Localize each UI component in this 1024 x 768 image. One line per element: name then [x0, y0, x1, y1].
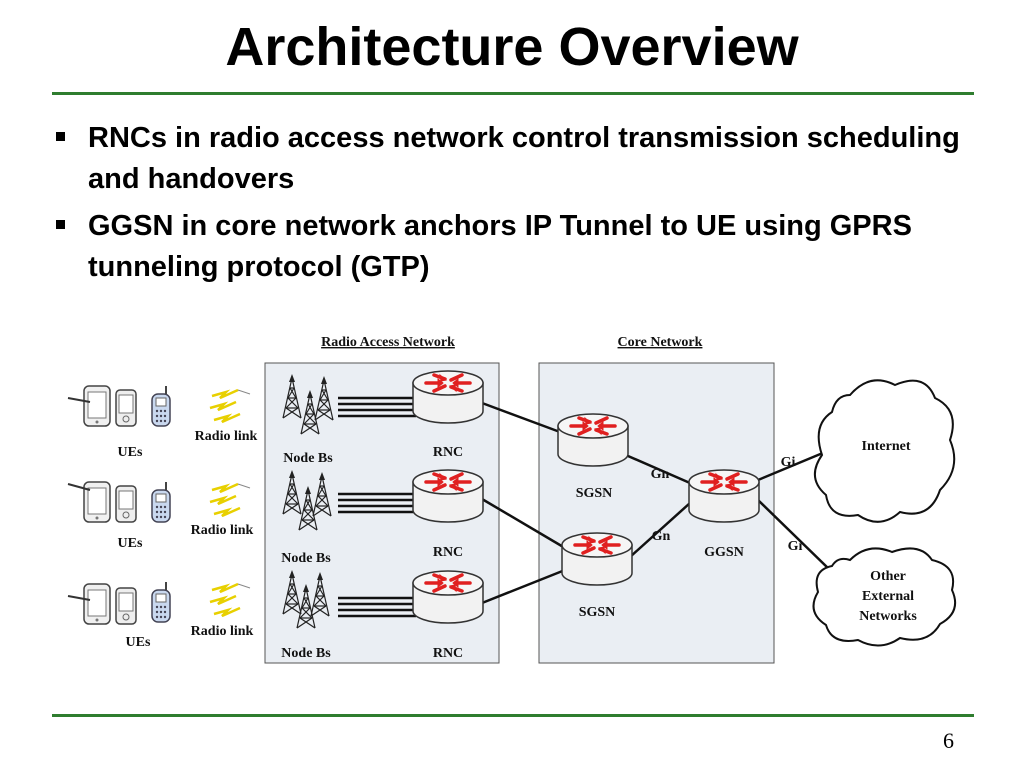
rnc-label: RNC — [433, 445, 463, 460]
bullet-item: RNCs in radio access network control tra… — [52, 118, 982, 200]
sgsn-top-label: SGSN — [576, 486, 613, 501]
ues-label: UEs — [126, 635, 151, 650]
gn-bottom-label: Gn — [652, 529, 671, 544]
node-bs-label: Node Bs — [283, 451, 333, 466]
pda-icon — [115, 587, 137, 625]
ran-row: UEs Radio link Node Bs RNC — [67, 468, 485, 566]
bullet-item: GGSN in core network anchors IP Tunnel t… — [52, 206, 982, 288]
gi-top-label: Gi — [781, 455, 796, 470]
other-networks-label: Networks — [859, 609, 917, 624]
gi-bottom-label: Gi — [788, 539, 803, 554]
node-bs-label: Node Bs — [281, 646, 331, 661]
other-networks-label: Other — [870, 569, 906, 584]
gn-top-label: Gn — [651, 467, 670, 482]
pda-icon — [115, 389, 137, 427]
title-divider — [52, 92, 974, 95]
page-number: 6 — [943, 728, 954, 753]
phone-icon — [151, 581, 171, 623]
other-networks-label: External — [862, 589, 914, 604]
sgsn-bottom-label: SGSN — [579, 605, 616, 620]
radio-wave-icon — [208, 582, 252, 618]
slide-title: Architecture Overview — [225, 17, 799, 77]
rnc-router-icon — [411, 468, 485, 524]
ues-label: UEs — [118, 536, 143, 551]
bullet-text: GGSN in core network anchors IP Tunnel t… — [88, 210, 912, 283]
footer-divider — [52, 714, 974, 717]
external-networks-cloud-icon — [812, 547, 956, 647]
pda-icon — [115, 485, 137, 523]
ran-title: Radio Access Network — [321, 335, 455, 350]
bullet-square-icon — [56, 132, 65, 141]
rnc-label: RNC — [433, 646, 463, 661]
radio-wave-icon — [208, 388, 252, 424]
rnc-router-icon — [411, 369, 485, 425]
sgsn-router-icon — [560, 531, 634, 587]
ran-row: UEs Radio link Node Bs RNC — [67, 569, 485, 661]
tablet-icon — [83, 481, 111, 523]
node-bs-label: Node Bs — [281, 551, 331, 566]
rnc-router-icon — [411, 569, 485, 625]
bullet-text: RNCs in radio access network control tra… — [88, 122, 960, 195]
ggsn-router-icon — [687, 468, 761, 524]
bullet-square-icon — [56, 220, 65, 229]
radio-link-label: Radio link — [191, 624, 254, 639]
sgsn-router-icon — [556, 412, 630, 468]
radio-link-label: Radio link — [195, 429, 258, 444]
ues-label: UEs — [118, 445, 143, 460]
phone-icon — [151, 385, 171, 427]
internet-label: Internet — [862, 439, 911, 454]
bullet-list: RNCs in radio access network control tra… — [52, 118, 982, 294]
internet-cloud-icon — [814, 379, 956, 523]
phone-icon — [151, 481, 171, 523]
tablet-icon — [83, 583, 111, 625]
ran-row: UEs Radio link Node Bs RNC — [67, 369, 485, 466]
network-links — [481, 401, 831, 605]
radio-wave-icon — [208, 482, 252, 518]
core-title: Core Network — [618, 335, 703, 350]
tablet-icon — [83, 385, 111, 427]
rnc-label: RNC — [433, 545, 463, 560]
radio-link-label: Radio link — [191, 523, 254, 538]
ggsn-label: GGSN — [704, 545, 744, 560]
